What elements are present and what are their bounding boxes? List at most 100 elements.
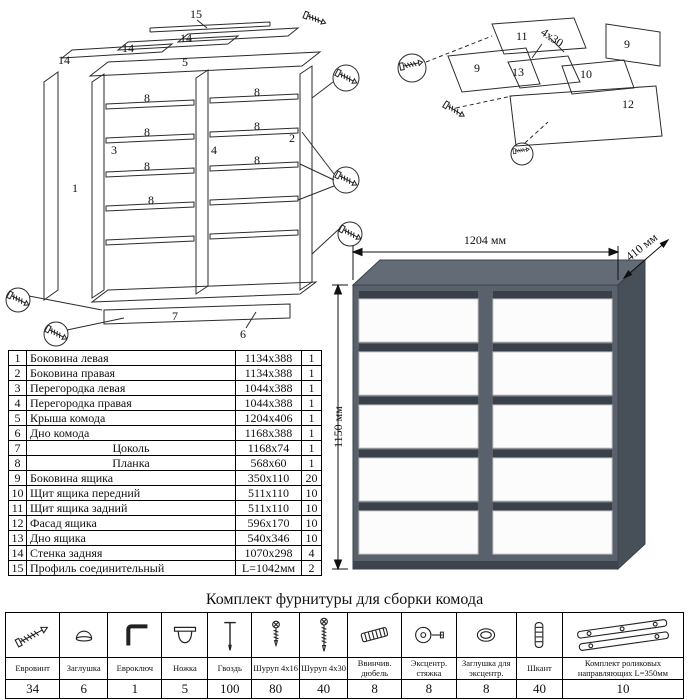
hardware-qty: 1 xyxy=(107,679,163,699)
exploded-assembly-diagram: 15 14 14 14 5 1 2 4 3 8 8 8 8 8 8 8 7 6 xyxy=(5,7,363,347)
part-size: 1044x388 xyxy=(235,395,302,411)
part-qty: 2 xyxy=(301,560,322,576)
cap-icon xyxy=(63,614,105,656)
hex-key-icon xyxy=(114,614,156,656)
screw-long-icon xyxy=(303,614,345,656)
part-number: 1 xyxy=(8,350,27,366)
threaded-dowel-icon xyxy=(354,614,396,656)
hardware-qty: 10 xyxy=(561,679,685,699)
hardware-qty: 8 xyxy=(347,679,403,699)
part-number: 9 xyxy=(8,470,27,486)
part-size: 1204x406 xyxy=(235,410,302,426)
hardware-name: Шуруп 4x30 xyxy=(299,657,349,680)
hardware-qty: 80 xyxy=(251,679,301,699)
part-name: Перегородка левая xyxy=(26,380,236,396)
part-label-8: 8 xyxy=(144,91,150,105)
depth-dimension-label: 410 мм xyxy=(623,230,660,264)
part-size: 1044x388 xyxy=(235,380,302,396)
part-name: Щит ящика задний xyxy=(26,500,236,516)
part-number: 14 xyxy=(8,545,27,561)
cam-cap-icon xyxy=(465,614,507,656)
nail-icon xyxy=(209,614,251,656)
hardware-name: Ввинчив. дюбель xyxy=(347,657,403,680)
part-name: Боковина правая xyxy=(26,365,236,381)
wood-dowel-icon xyxy=(518,614,560,656)
part-size: 350x110 xyxy=(235,470,302,486)
part-label-11: 11 xyxy=(516,29,528,43)
hardware-name: Комплект роликовых направляющих L=350мм xyxy=(561,657,685,680)
part-number: 15 xyxy=(8,560,27,576)
part-number: 5 xyxy=(8,410,27,426)
part-number: 10 xyxy=(8,485,27,501)
hardware-name: Заглушка xyxy=(59,657,109,680)
part-label-7: 7 xyxy=(172,309,178,323)
part-number: 4 xyxy=(8,395,27,411)
drawer-wireframe xyxy=(397,17,663,166)
part-label-15: 15 xyxy=(190,7,202,21)
part-size: 540x346 xyxy=(235,530,302,546)
part-label-9: 9 xyxy=(474,61,480,75)
part-name: Фасад ящика xyxy=(26,515,236,531)
part-label-13: 13 xyxy=(512,65,524,79)
part-name: Дно комода xyxy=(26,425,236,441)
drawer-fronts xyxy=(358,291,613,555)
part-size: 568x60 xyxy=(235,455,302,471)
part-size: 1134x388 xyxy=(235,365,302,381)
part-label-6: 6 xyxy=(240,327,246,341)
part-number: 11 xyxy=(8,500,27,516)
part-name: Планка xyxy=(26,455,236,471)
dimension-lines xyxy=(332,238,670,571)
part-number: 6 xyxy=(8,425,27,441)
chest-body xyxy=(351,258,647,571)
part-name: Боковина левая xyxy=(26,350,236,366)
leg-icon xyxy=(164,614,206,656)
part-qty: 1 xyxy=(301,350,322,366)
hardware-qty: 40 xyxy=(516,679,563,699)
part-qty: 1 xyxy=(301,365,322,381)
part-number: 12 xyxy=(8,515,27,531)
part-size: 1134x388 xyxy=(235,350,302,366)
part-label-9: 9 xyxy=(624,37,630,51)
hardware-name: Эксцентр. стяжка xyxy=(401,657,457,680)
part-label-1: 1 xyxy=(72,181,78,195)
part-label-2: 2 xyxy=(289,131,295,145)
part-qty: 10 xyxy=(301,515,322,531)
screw-size-label: 4x30 xyxy=(538,25,566,50)
part-label-14: 14 xyxy=(122,41,134,55)
euro-screw-icon xyxy=(12,614,54,656)
dimensioned-chest-render: 1204 мм 1150 мм 410 мм xyxy=(331,230,670,571)
hardware-qty: 34 xyxy=(4,679,61,699)
part-label-3: 3 xyxy=(111,143,117,157)
screw-short-icon xyxy=(255,614,297,656)
hardware-kit-title: Комплект фурнитуры для сборки комода xyxy=(205,591,484,608)
part-size: 511x110 xyxy=(235,485,302,501)
hardware-name: Ножка xyxy=(161,657,209,680)
hardware-name: Евровинт xyxy=(4,657,61,680)
part-number: 3 xyxy=(8,380,27,396)
part-name: Стенка задняя xyxy=(26,545,236,561)
part-size: 1168x74 xyxy=(235,440,302,456)
hardware-name: Шкант xyxy=(516,657,563,680)
width-dimension-label: 1204 мм xyxy=(464,233,507,247)
hardware-qty: 100 xyxy=(207,679,253,699)
part-qty: 1 xyxy=(301,440,322,456)
hardware-qty-row: 34 6 1 5 100 80 40 8 8 8 40 10 xyxy=(4,679,685,699)
drawer-detail-diagram: 11 9 9 13 10 12 4x30 xyxy=(397,17,663,166)
hardware-name: Шуруп 4x16 xyxy=(251,657,301,680)
hardware-qty: 8 xyxy=(401,679,457,699)
part-name: Крыша комода xyxy=(26,410,236,426)
part-size: 1168x388 xyxy=(235,425,302,441)
part-label-8: 8 xyxy=(254,153,260,167)
cabinet-wireframe xyxy=(5,19,363,347)
